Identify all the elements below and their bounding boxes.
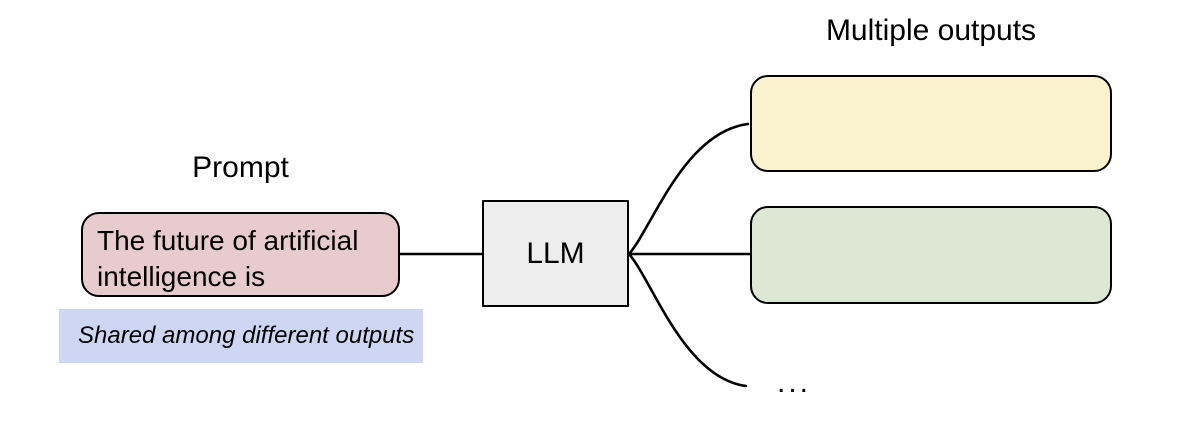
connector-llm-to-output-1 [627, 122, 750, 256]
prompt-box-text: The future of artificial intelligence is [97, 225, 359, 292]
output-box-2 [750, 206, 1112, 304]
shared-note: Shared among different outputs [59, 309, 423, 363]
llm-box: LLM [482, 200, 629, 307]
prompt-box: The future of artificial intelligence is [81, 212, 400, 297]
prompt-heading: Prompt [192, 151, 289, 184]
outputs-heading: Multiple outputs [825, 14, 1037, 47]
llm-label: LLM [526, 236, 585, 270]
connector-llm-to-ellipsis [627, 252, 748, 388]
outputs-ellipsis: ... [777, 366, 812, 399]
output-box-1 [750, 75, 1112, 172]
